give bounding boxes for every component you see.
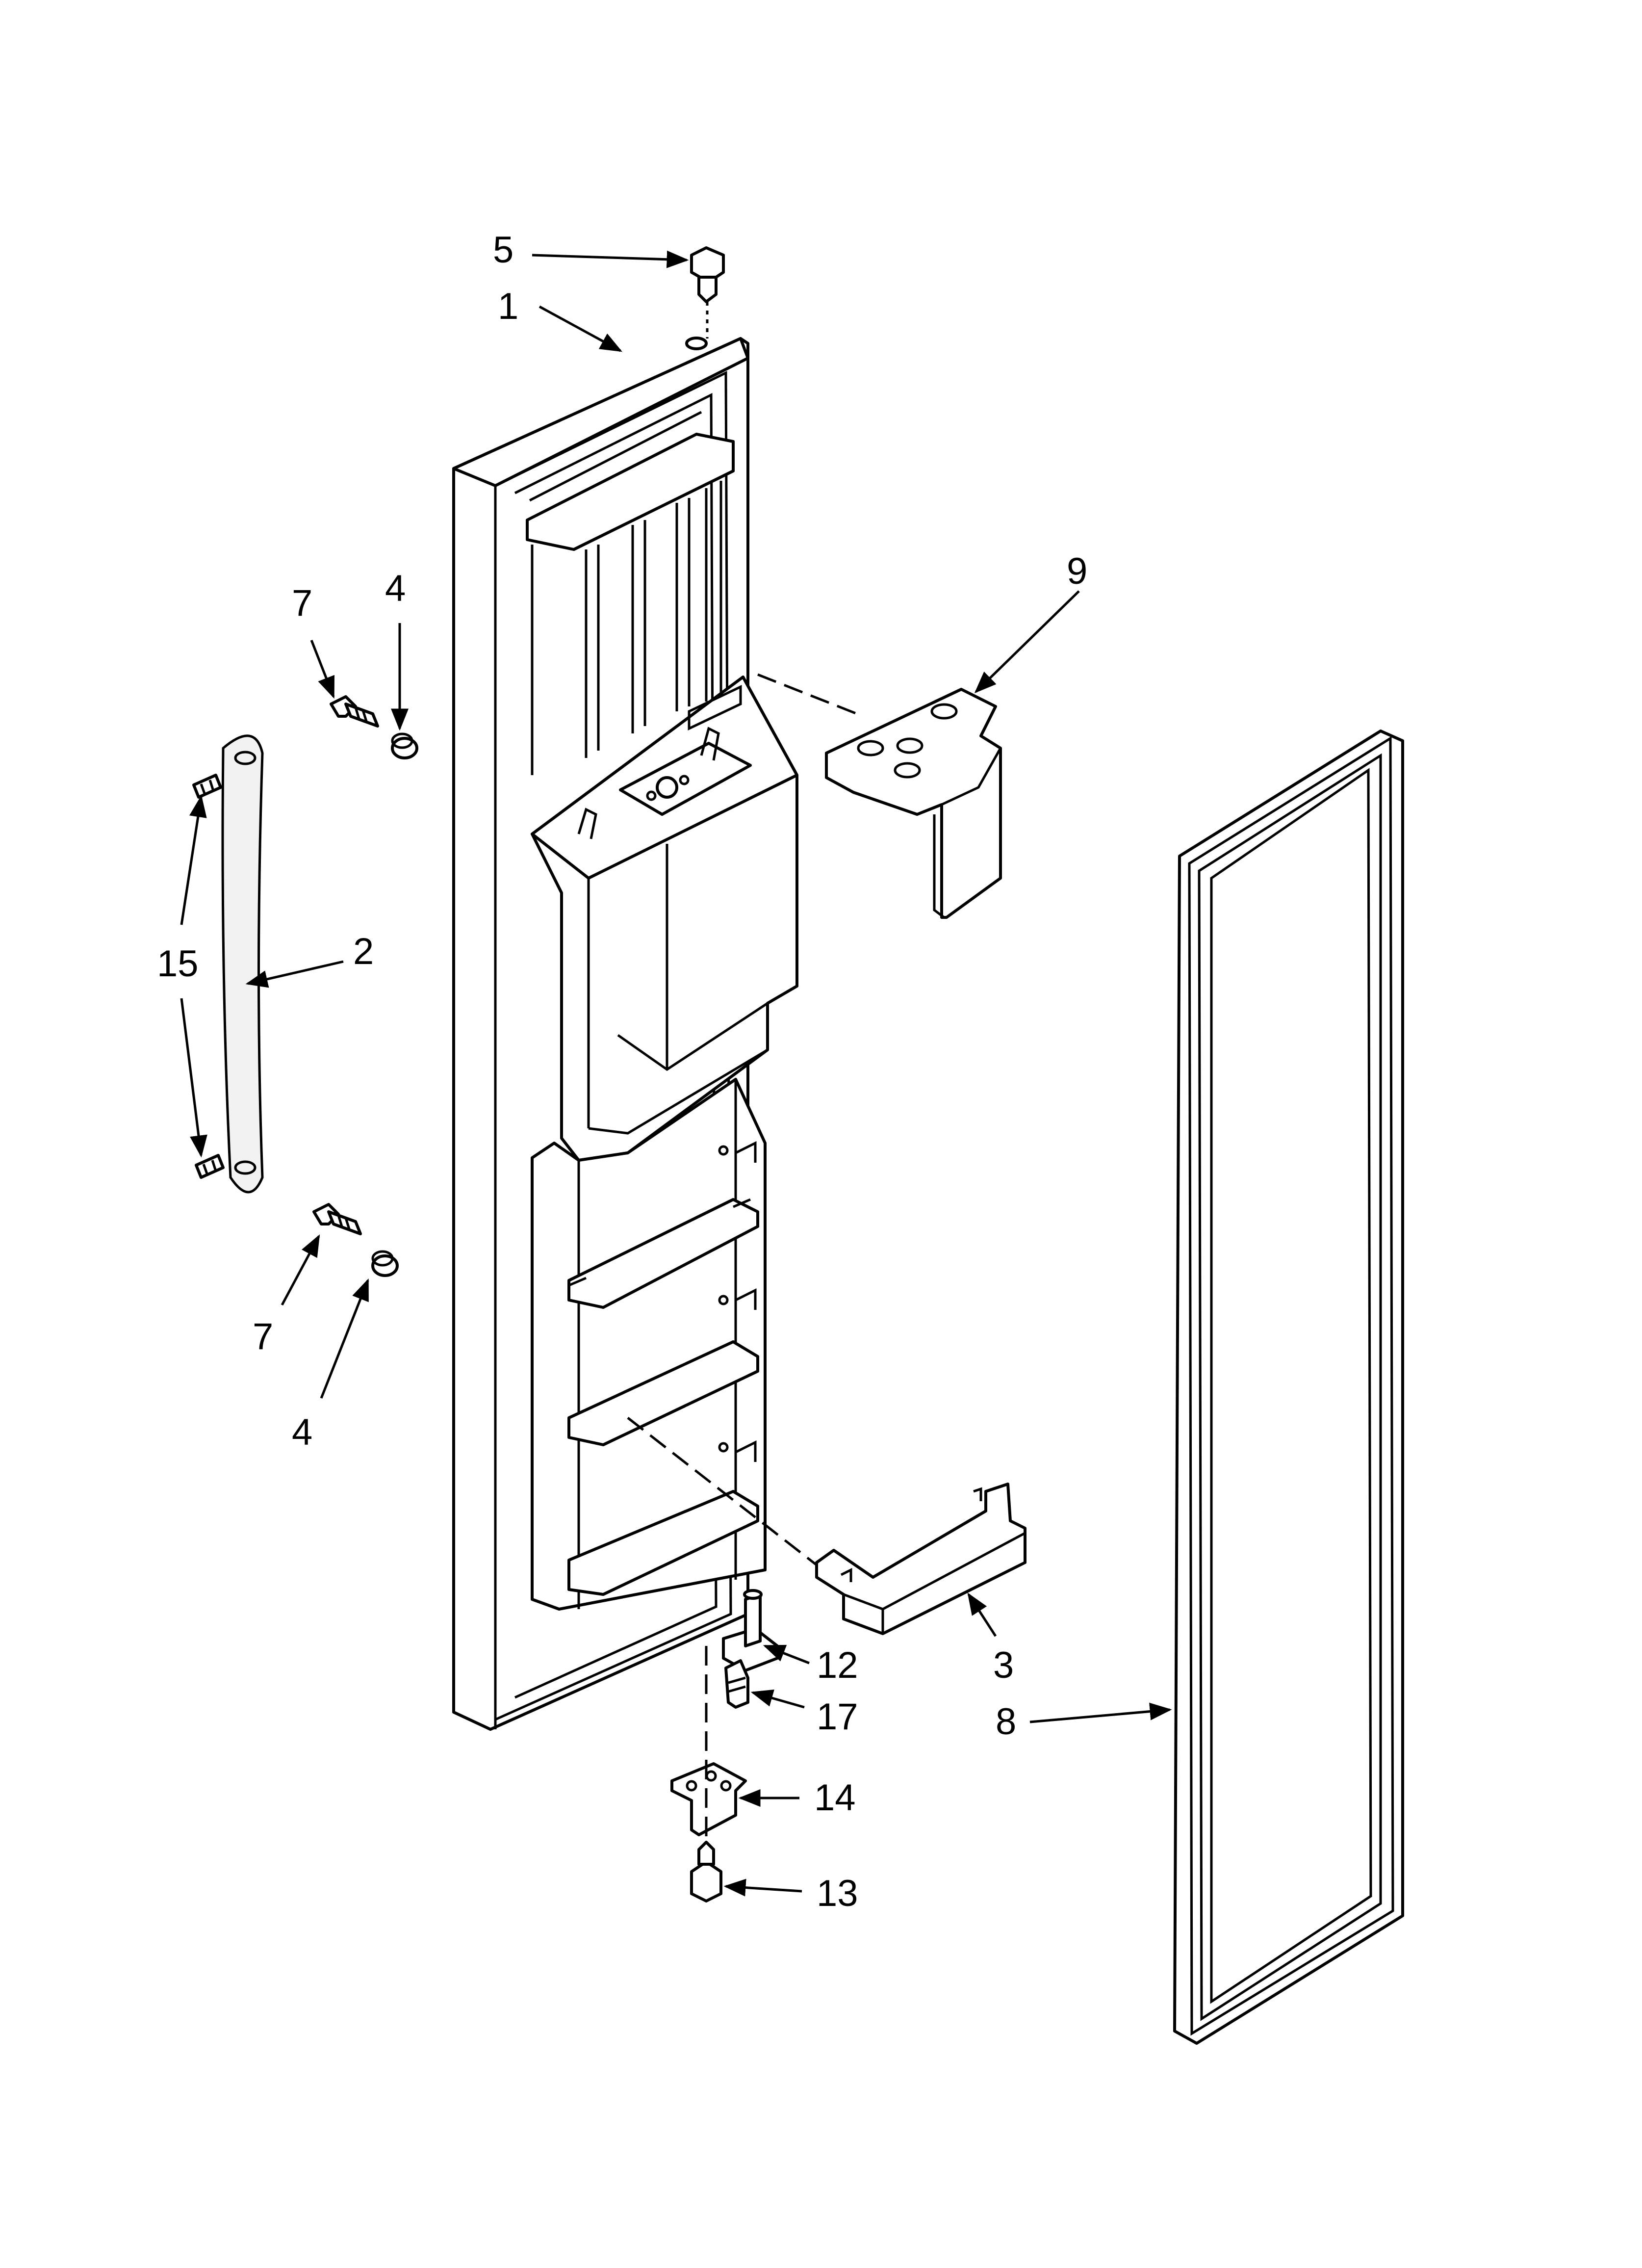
door-bins	[531, 1078, 767, 1611]
ice-dispenser-housing	[531, 676, 798, 1162]
callout-3: 3	[993, 1644, 1014, 1686]
callout-14: 14	[814, 1777, 856, 1819]
spacer-4-bottom	[371, 1250, 399, 1277]
screw-13	[690, 1841, 722, 1903]
callout-7-top: 7	[292, 582, 312, 624]
callout-17: 17	[817, 1696, 858, 1738]
callout-13: 13	[817, 1873, 858, 1914]
bushing-5	[685, 246, 725, 350]
callout-9: 9	[1067, 550, 1087, 592]
handle-screw-15-top	[192, 774, 222, 799]
callout-4-top: 4	[385, 568, 406, 609]
handle-2	[221, 734, 264, 1194]
mount-screw-7-top	[330, 695, 379, 728]
door-gasket-8	[1173, 730, 1404, 2045]
callout-4-bottom: 4	[292, 1411, 312, 1453]
callout-1: 1	[498, 286, 518, 327]
mount-screw-7-bottom	[312, 1203, 362, 1235]
callout-15: 15	[157, 943, 199, 985]
bin-guard-3	[627, 1417, 1026, 1635]
leader-lines	[180, 250, 1172, 1897]
callout-labels: 5 1 9 7 4 2 15 7 4 12 3 17 8 14 13	[157, 229, 1087, 1914]
callout-8: 8	[996, 1701, 1016, 1743]
callout-2: 2	[353, 931, 374, 972]
hinge-plate-14	[670, 1762, 747, 1836]
bracket-plate-9	[757, 673, 1002, 919]
callout-12: 12	[817, 1644, 858, 1686]
screw-17	[724, 1659, 749, 1709]
callout-7-bottom: 7	[253, 1316, 273, 1357]
spacer-4-top	[391, 732, 418, 759]
callout-5: 5	[493, 229, 513, 271]
handle-screw-15-bottom	[195, 1154, 225, 1179]
